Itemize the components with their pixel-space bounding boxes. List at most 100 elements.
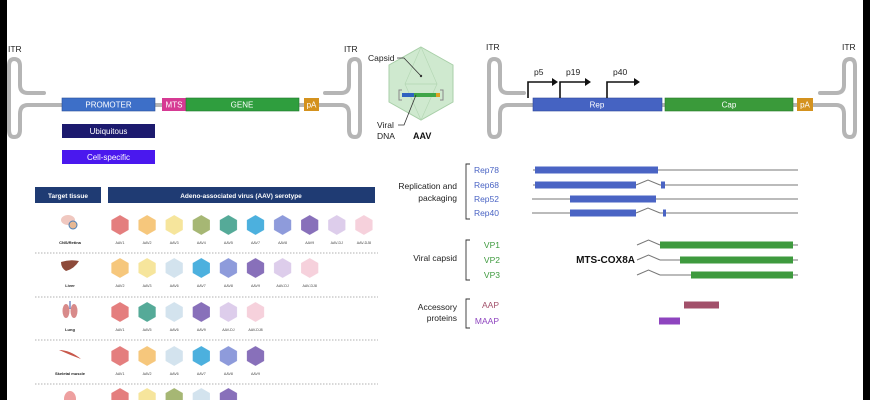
serotype-hexagon-aav7 — [192, 345, 211, 367]
serotype-hexagon-aav9 — [246, 345, 265, 367]
mts-label: MTS — [166, 101, 183, 110]
eye-shape — [68, 220, 78, 230]
serotype-label: AAV2 — [116, 284, 125, 288]
transcript-label-rep78: Rep78 — [474, 165, 499, 175]
itr-right-hairpin-wt — [813, 56, 857, 140]
serotype-hexagon-aav6 — [192, 387, 211, 400]
splice-junction — [636, 269, 661, 276]
arrowhead-icon — [585, 78, 591, 86]
serotype-hexagon-aav8 — [273, 214, 292, 236]
arrowhead-icon — [552, 78, 558, 86]
serotype-hexagon-aav-dj — [219, 301, 238, 323]
exon-bar — [663, 209, 666, 217]
lung-left — [62, 304, 70, 318]
serotype-label: AAV5 — [224, 241, 233, 245]
serotype-label: AAV6 — [170, 372, 179, 376]
serotype-label: AAV8 — [224, 284, 233, 288]
bracket — [465, 298, 470, 329]
serotype-hexagon-aav-dj — [273, 257, 292, 279]
group-label: proteins — [427, 313, 457, 323]
serotype-label: AAV1 — [116, 241, 125, 245]
serotype-label: AAV-DJ8 — [248, 328, 262, 332]
transcript-label-maap: MAAP — [475, 316, 499, 326]
serotype-label: AAV7 — [197, 372, 206, 376]
transcript-label-aap: AAP — [482, 300, 499, 310]
header-tissue-label: Target tissue — [48, 193, 88, 200]
heart-icon — [64, 391, 76, 400]
cell-specific-promoter-box — [62, 150, 155, 164]
splice-junction — [636, 254, 661, 261]
serotype-hexagon-aav5 — [219, 214, 238, 236]
itr-left-hairpin — [7, 56, 64, 140]
splice-junction — [636, 239, 661, 246]
serotype-label: AAV9 — [305, 241, 314, 245]
capsid-label: Capsid — [368, 53, 395, 63]
serotype-hexagon-aav1 — [111, 301, 129, 323]
lung-icon — [62, 301, 78, 318]
arrowhead-icon — [634, 78, 640, 86]
gene-label: GENE — [231, 101, 254, 110]
transcript-label-vp2: VP2 — [484, 255, 500, 265]
serotype-hexagon-aav7 — [192, 257, 211, 279]
serotype-label: AAV7 — [251, 241, 260, 245]
rep-label: Rep — [590, 101, 605, 110]
itr-right-hairpin — [318, 56, 362, 140]
viral-dna-label-line2: DNA — [377, 131, 395, 141]
serotype-label: AAV-DJ — [276, 284, 289, 288]
exon-bar — [659, 317, 680, 325]
group-label: packaging — [418, 193, 457, 203]
liver-shape — [61, 260, 79, 271]
cap-label: Cap — [722, 101, 737, 110]
gene-box — [185, 97, 300, 112]
transcript-label-vp1: VP1 — [484, 240, 500, 250]
transcript-map: Replication andpackagingRep78Rep68Rep52R… — [398, 163, 798, 329]
serotype-hexagon-aav9 — [246, 257, 265, 279]
itr-left-label-wt: ITR — [486, 42, 500, 52]
transcript-label-rep40: Rep40 — [474, 208, 499, 218]
tissue-label: Liver — [65, 283, 75, 288]
serotype-hexagon-aav6 — [165, 257, 184, 279]
serotype-label: AAV9 — [251, 372, 260, 376]
splice-junction — [635, 207, 661, 214]
serotype-label: AAV-DJ8 — [303, 284, 317, 288]
serotype-hexagon-aav5 — [138, 301, 157, 323]
serotype-label: AAV8 — [278, 241, 287, 245]
cell-specific-label: Cell-specific — [87, 153, 130, 162]
mts-cox8a-label: MTS-COX8A — [576, 255, 635, 266]
serotype-label: AAV3 — [170, 241, 179, 245]
serotype-hexagon-aav9 — [219, 387, 238, 400]
tissue-label: Lung — [65, 327, 75, 332]
serotype-hexagon-aav1 — [111, 214, 129, 236]
serotype-hexagon-aav4 — [192, 214, 211, 236]
bracket — [465, 239, 470, 281]
group-label: Accessory — [418, 302, 458, 312]
pa-label: pA — [307, 101, 317, 110]
serotype-label: AAV3 — [143, 284, 152, 288]
serotype-hexagon-aav3 — [138, 257, 157, 279]
serotype-hexagon-aav8 — [219, 345, 238, 367]
exon-bar — [660, 241, 793, 249]
muscle-shape — [59, 350, 81, 359]
serotype-hexagon-aav9 — [300, 214, 319, 236]
serotype-hexagon-aav-dj — [327, 214, 346, 236]
aav-label: AAV — [413, 131, 431, 141]
serotype-label: AAV8 — [224, 372, 233, 376]
exon-bar — [570, 209, 636, 217]
promoter-arrow-icon — [606, 81, 634, 98]
itr-right-label-wt: ITR — [842, 42, 856, 52]
serotype-label: AAV-DJ — [222, 328, 235, 332]
exon-bar — [680, 256, 793, 264]
pa-box-wt — [797, 98, 813, 111]
serotype-hexagon-aav4 — [165, 387, 184, 400]
promoter-arrow-icon — [527, 81, 552, 98]
exon-bar — [535, 166, 658, 174]
promoter-label-2: p40 — [613, 67, 627, 77]
exon-bar — [570, 195, 656, 203]
